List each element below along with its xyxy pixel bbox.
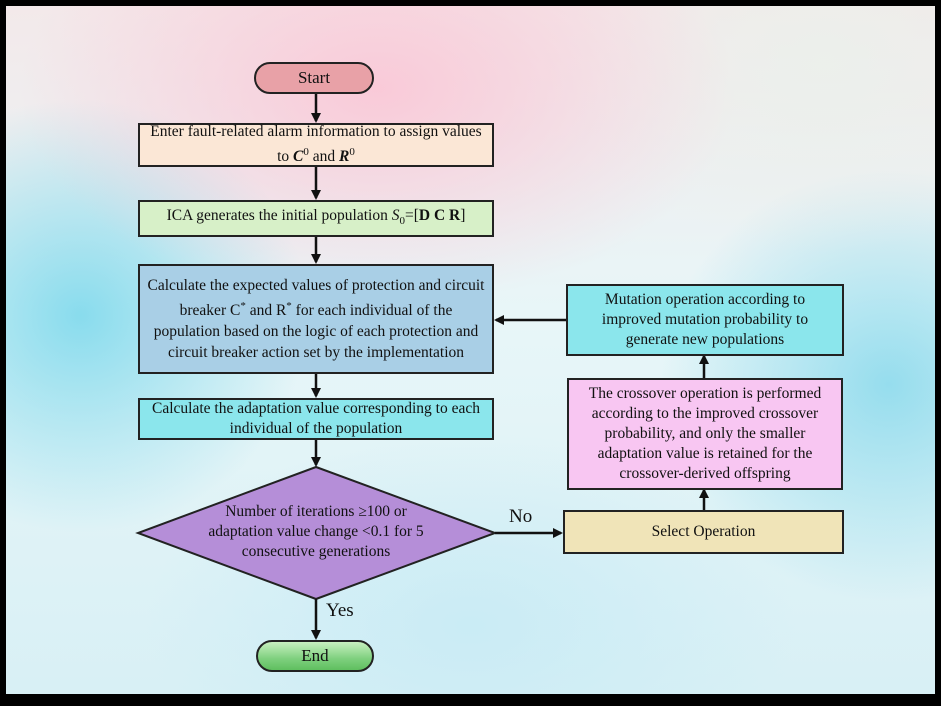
select-operation-box: Select Operation <box>563 510 844 554</box>
yes-label: Yes <box>326 600 354 621</box>
step4-text: Calculate the adaptation value correspon… <box>152 400 480 437</box>
end-terminal: End <box>256 640 374 672</box>
mutation-text: Mutation operation according to improved… <box>601 291 809 348</box>
step2-text: ICA generates the initial population S0=… <box>166 206 466 228</box>
step1-text: Enter fault-related alarm information to… <box>150 123 482 166</box>
crossover-text: The crossover operation is performed acc… <box>588 385 822 482</box>
step2-box: ICA generates the initial population S0=… <box>138 200 494 237</box>
step3-text: Calculate the expected values of protect… <box>147 276 485 362</box>
step3-box: Calculate the expected values of protect… <box>138 264 494 374</box>
select-operation-text: Select Operation <box>651 523 756 540</box>
step4-box: Calculate the adaptation value correspon… <box>138 398 494 440</box>
mutation-box: Mutation operation according to improved… <box>566 284 844 356</box>
connector-layer <box>135 94 709 640</box>
no-label: No <box>509 506 533 527</box>
decision-text: Number of iterations ≥100 or adaptation … <box>208 503 424 560</box>
start-terminal: Start <box>254 62 374 94</box>
crossover-box: The crossover operation is performed acc… <box>567 378 843 490</box>
step1-box: Enter fault-related alarm information to… <box>138 123 494 167</box>
start-label: Start <box>297 68 331 87</box>
end-label: End <box>301 646 329 665</box>
